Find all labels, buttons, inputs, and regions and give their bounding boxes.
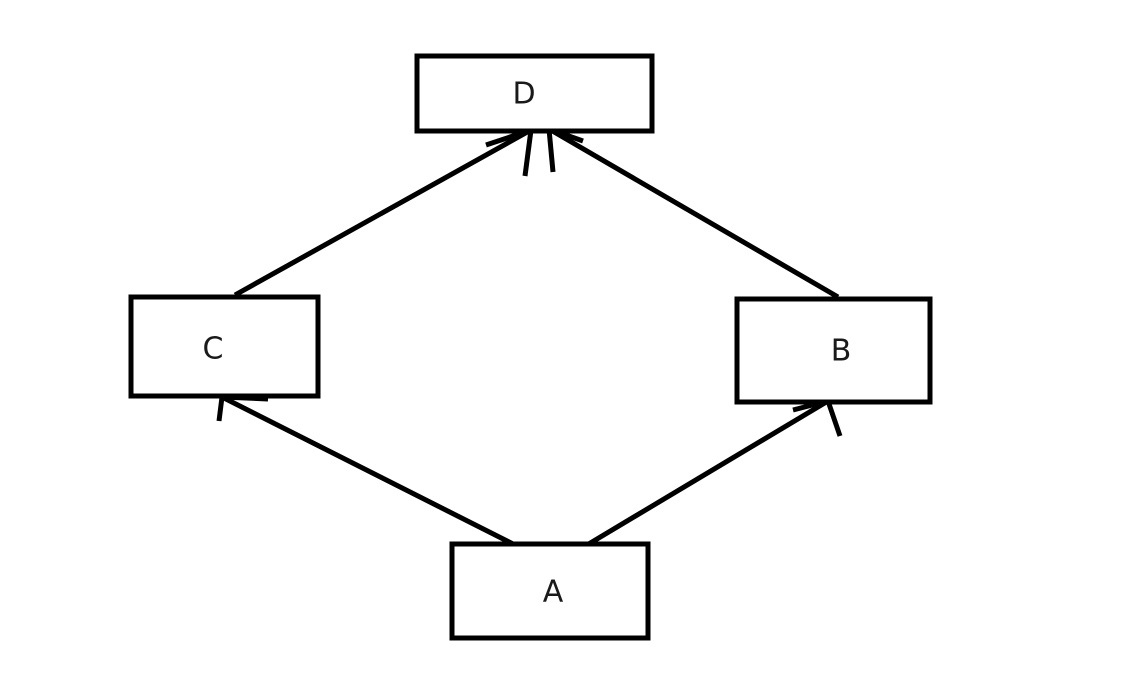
edge-c-to-d[interactable]: [233, 127, 534, 298]
node-a[interactable]: A: [449, 541, 651, 641]
node-c[interactable]: C: [128, 294, 321, 399]
edge-c-to-d-line: [233, 127, 533, 298]
node-d-label: D: [512, 77, 535, 112]
node-a-box: [449, 541, 651, 641]
node-a-label: A: [543, 575, 564, 610]
edge-c-to-d-arrowhead-barb-right: [522, 129, 534, 177]
nodes-layer: D C B A: [128, 53, 933, 641]
node-b[interactable]: B: [734, 296, 933, 405]
node-d[interactable]: D: [414, 53, 655, 134]
edge-a-to-c-line: [220, 394, 517, 548]
edge-b-to-d[interactable]: [546, 126, 840, 300]
edge-b-to-d-line: [547, 126, 840, 300]
node-c-label: C: [203, 332, 224, 367]
edge-b-to-d-arrowhead-barb-left: [546, 128, 556, 173]
node-c-box: [128, 294, 321, 399]
edge-a-to-c-arrowhead-barb-right: [216, 396, 225, 422]
edge-a-to-c[interactable]: [216, 394, 517, 548]
edge-a-to-b-arrowhead-barb-right: [825, 400, 843, 437]
edge-a-to-b[interactable]: [585, 398, 843, 548]
node-d-box: [414, 53, 655, 134]
edge-a-to-b-line: [585, 398, 830, 548]
node-b-label: B: [831, 334, 852, 369]
node-b-box: [734, 296, 933, 405]
